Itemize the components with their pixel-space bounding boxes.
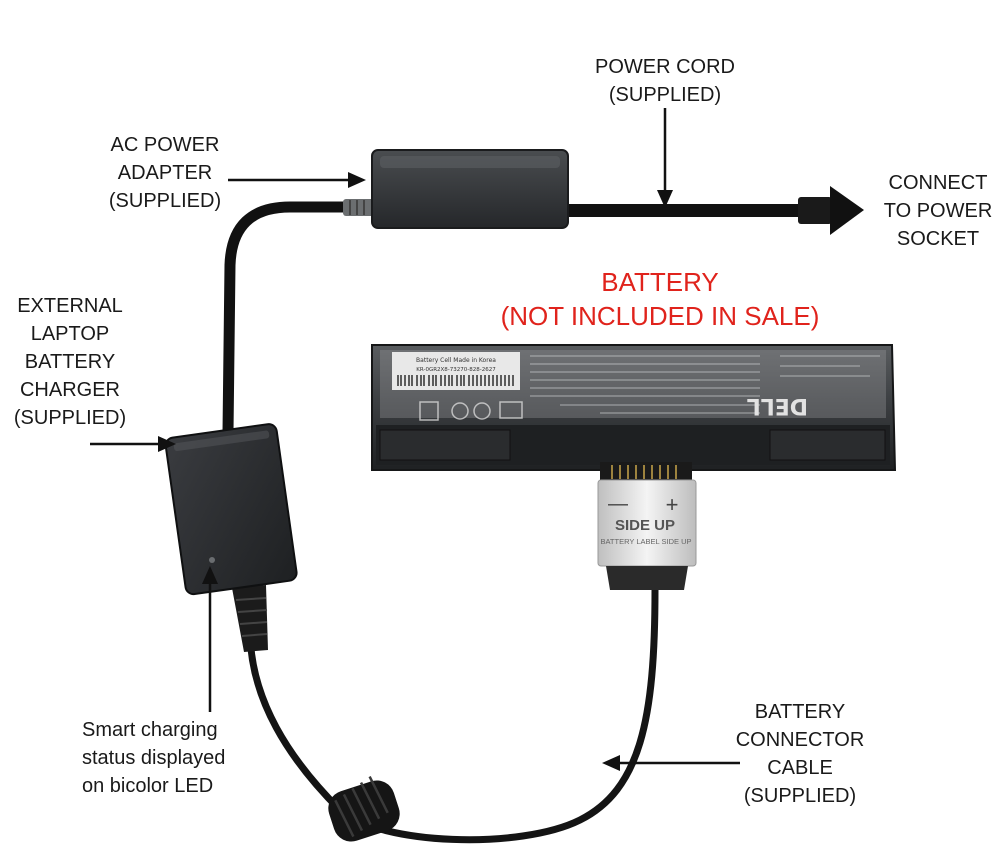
external-charger: [164, 423, 298, 596]
battery-barcode: [397, 375, 514, 386]
battery-sticker: [392, 352, 520, 390]
plug-label-side-up-text: BATTERY LABEL SIDE UP: [600, 537, 691, 546]
laptop-battery: Battery Cell Made in Korea KR-0GR2X8-732…: [371, 344, 897, 482]
plug-side-up-label: SIDE UP: [615, 517, 675, 534]
battery-brand-logo: DELL: [747, 393, 808, 418]
socket-arrow: [830, 186, 864, 235]
connect-to-power-socket-label: CONNECT TO POWER SOCKET: [883, 172, 993, 250]
ferrite-core: [328, 776, 400, 842]
pointer-arrows: [90, 108, 740, 771]
smart-charging-label: Smart charging status displayed on bicol…: [82, 719, 226, 797]
adapter-strain-relief: [343, 199, 377, 216]
bicolor-led: [209, 557, 215, 563]
power-cord-label: POWER CORD (SUPPLIED): [595, 56, 735, 106]
plug-minus-sign: —: [608, 493, 628, 515]
power-cord: [566, 204, 804, 217]
battery-sticker-text: Battery Cell Made in Korea: [416, 357, 496, 364]
battery-connector-cable-label: BATTERY CONNECTOR CABLE (SUPPLIED): [735, 701, 865, 807]
battery-connector-plug: — + SIDE UP BATTERY LABEL SIDE UP: [597, 479, 697, 590]
ac-power-adapter: [371, 149, 569, 229]
battery-barcode-code: KR-0GR2X8-73270-828-2627: [416, 367, 496, 373]
plug-plus-sign: +: [666, 492, 679, 517]
battery-connector-port: [600, 462, 692, 482]
charger-to-battery-cable: [246, 586, 659, 844]
external-charger-label: EXTERNAL LAPTOP BATTERY CHARGER (SUPPLIE…: [13, 295, 127, 429]
adapter-to-charger-cable: [222, 201, 358, 438]
charger-strain-relief: [232, 585, 268, 652]
power-plug: [798, 197, 832, 224]
battery-title-label: BATTERY (NOT INCLUDED IN SALE): [500, 267, 820, 331]
ac-power-adapter-label: AC POWER ADAPTER (SUPPLIED): [108, 134, 222, 212]
